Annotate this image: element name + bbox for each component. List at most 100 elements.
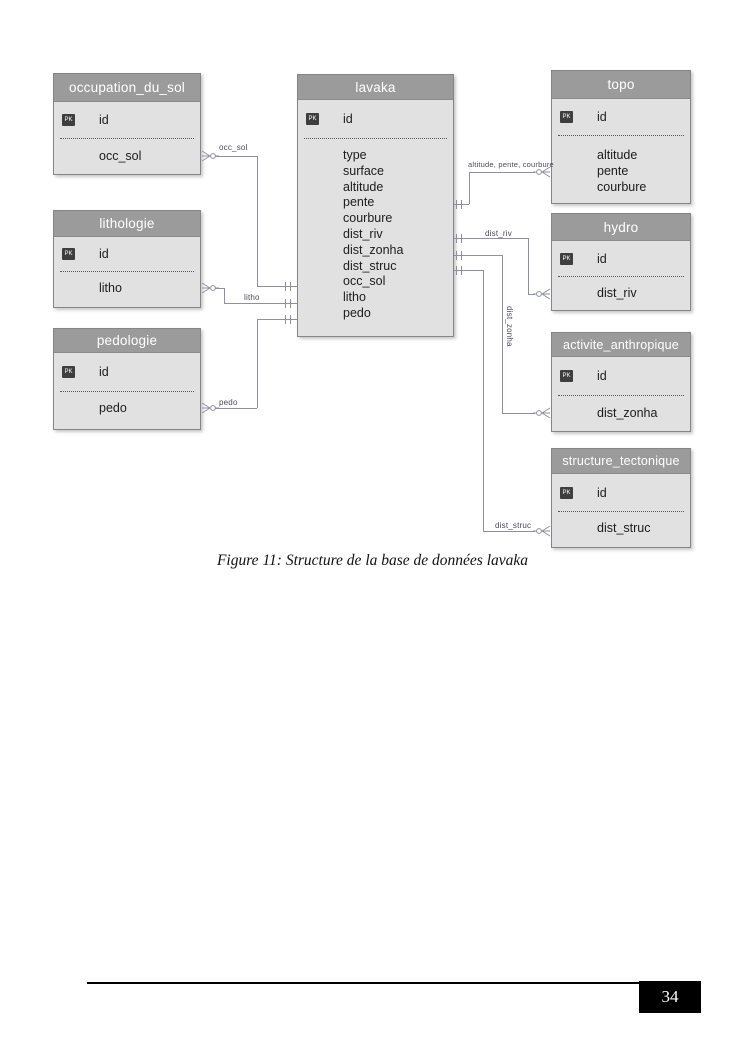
pk-divider bbox=[60, 271, 194, 272]
connector-occ-sol-line bbox=[212, 156, 257, 157]
pk-divider bbox=[558, 511, 684, 512]
field-dist-struc: dist_struc bbox=[597, 521, 651, 535]
connector-dist-zonha-line bbox=[502, 255, 503, 413]
connector-pedo-label: pedo bbox=[219, 398, 238, 407]
entity-activite-anthropique-title: activite_anthropique bbox=[552, 333, 690, 357]
pk-row: PK id bbox=[552, 99, 690, 135]
connector-topo-label: altitude, pente, courbure bbox=[468, 160, 554, 169]
field-dist-riv: dist_riv bbox=[597, 286, 637, 300]
pk-row: PK id bbox=[54, 353, 200, 391]
connector-pedo-line bbox=[257, 319, 297, 320]
connector-dist-riv-line bbox=[528, 238, 529, 294]
connector-occ-sol-label: occ_sol bbox=[219, 143, 248, 152]
connector-pedo-line bbox=[212, 408, 257, 409]
connector-occ-sol-line bbox=[257, 286, 297, 287]
cardinality-one-icon bbox=[456, 251, 462, 260]
cardinality-many-icon bbox=[201, 282, 219, 294]
pk-row: PK id bbox=[552, 241, 690, 276]
connector-dist-zonha-line bbox=[454, 255, 502, 256]
pk-row: PK id bbox=[54, 102, 200, 138]
pk-divider bbox=[558, 135, 684, 136]
cardinality-many-icon bbox=[533, 166, 551, 178]
footer-rule bbox=[87, 982, 640, 984]
connector-litho-label: litho bbox=[244, 293, 260, 302]
pk-field: id bbox=[597, 251, 607, 266]
field-occ-sol: occ_sol bbox=[343, 274, 386, 289]
cardinality-many-icon bbox=[201, 150, 219, 162]
connector-dist-riv-line bbox=[454, 238, 528, 239]
pk-row: PK id bbox=[298, 100, 453, 138]
cardinality-many-icon bbox=[533, 525, 551, 537]
pk-field: id bbox=[597, 369, 607, 383]
connector-litho-line bbox=[224, 303, 297, 304]
pk-field: id bbox=[343, 112, 353, 126]
pk-divider bbox=[558, 395, 684, 396]
pk-row: PK id bbox=[552, 357, 690, 395]
cardinality-one-icon bbox=[456, 266, 462, 275]
entity-lavaka: lavaka PK id type surface altitude pente… bbox=[297, 74, 454, 337]
connector-litho-line bbox=[224, 288, 225, 303]
field-pente: pente bbox=[597, 163, 629, 178]
cardinality-many-icon bbox=[533, 288, 551, 300]
connector-occ-sol-line bbox=[257, 156, 258, 286]
field-dist-zonha: dist_zonha bbox=[597, 406, 658, 420]
pk-icon: PK bbox=[560, 486, 573, 499]
page-number: 34 bbox=[639, 981, 701, 1013]
field-courbure: courbure bbox=[343, 211, 393, 226]
entity-lavaka-title: lavaka bbox=[298, 75, 453, 100]
connector-topo-line bbox=[469, 172, 535, 173]
pk-field: id bbox=[99, 113, 109, 127]
connector-dist-struc-label: dist_struc bbox=[495, 521, 532, 530]
pk-row: PK id bbox=[552, 474, 690, 511]
pk-field: id bbox=[99, 247, 109, 261]
entity-hydro-title: hydro bbox=[552, 214, 690, 241]
cardinality-many-icon bbox=[201, 402, 219, 414]
field-dist-struc: dist_struc bbox=[343, 258, 397, 273]
entity-pedologie: pedologie PK id pedo bbox=[53, 328, 201, 430]
cardinality-one-icon bbox=[285, 299, 291, 308]
connector-dist-riv-line bbox=[528, 294, 535, 295]
field-altitude: altitude bbox=[597, 148, 638, 162]
pk-field: id bbox=[597, 485, 607, 500]
field-occ-sol: occ_sol bbox=[99, 149, 142, 163]
pk-icon: PK bbox=[306, 113, 319, 125]
field-pedo: pedo bbox=[343, 305, 371, 320]
connector-dist-struc-line bbox=[483, 531, 535, 532]
pk-divider bbox=[60, 138, 194, 139]
entity-hydro: hydro PK id dist_riv bbox=[551, 213, 691, 311]
connector-topo-line bbox=[469, 172, 470, 204]
pk-icon: PK bbox=[62, 114, 75, 126]
cardinality-one-icon bbox=[285, 282, 291, 291]
field-pente: pente bbox=[343, 195, 375, 210]
entity-structure-tectonique: structure_tectonique PK id dist_struc bbox=[551, 448, 691, 548]
entity-activite-anthropique: activite_anthropique PK id dist_zonha bbox=[551, 332, 691, 432]
entity-pedologie-title: pedologie bbox=[54, 329, 200, 353]
connector-dist-struc-line bbox=[454, 270, 483, 271]
connector-dist-riv-label: dist_riv bbox=[485, 229, 512, 238]
field-dist-riv: dist_riv bbox=[343, 226, 383, 241]
entity-occupation-du-sol: occupation_du_sol PK id occ_sol bbox=[53, 73, 201, 175]
pk-divider bbox=[60, 391, 194, 392]
connector-dist-zonha-label: dist_zonha bbox=[505, 306, 514, 347]
field-altitude: altitude bbox=[343, 179, 384, 194]
pk-field: id bbox=[597, 110, 607, 124]
field-dist-zonha: dist_zonha bbox=[343, 242, 404, 257]
entity-occupation-du-sol-title: occupation_du_sol bbox=[54, 74, 200, 102]
field-courbure: courbure bbox=[597, 179, 647, 194]
connector-dist-struc-line bbox=[483, 270, 484, 531]
entity-structure-tectonique-title: structure_tectonique bbox=[552, 449, 690, 474]
pk-divider bbox=[558, 276, 684, 277]
pk-icon: PK bbox=[560, 252, 573, 265]
pk-icon: PK bbox=[560, 370, 573, 382]
entity-topo-title: topo bbox=[552, 71, 690, 99]
entity-topo: topo PK id altitude pente courbure bbox=[551, 70, 691, 204]
cardinality-one-icon bbox=[456, 200, 462, 209]
field-litho: litho bbox=[343, 290, 366, 305]
pk-divider bbox=[304, 138, 447, 139]
pk-field: id bbox=[99, 365, 109, 379]
pk-icon: PK bbox=[560, 111, 573, 123]
field-surface: surface bbox=[343, 163, 384, 178]
cardinality-many-icon bbox=[533, 407, 551, 419]
pk-row: PK id bbox=[54, 237, 200, 271]
pk-icon: PK bbox=[62, 366, 75, 378]
